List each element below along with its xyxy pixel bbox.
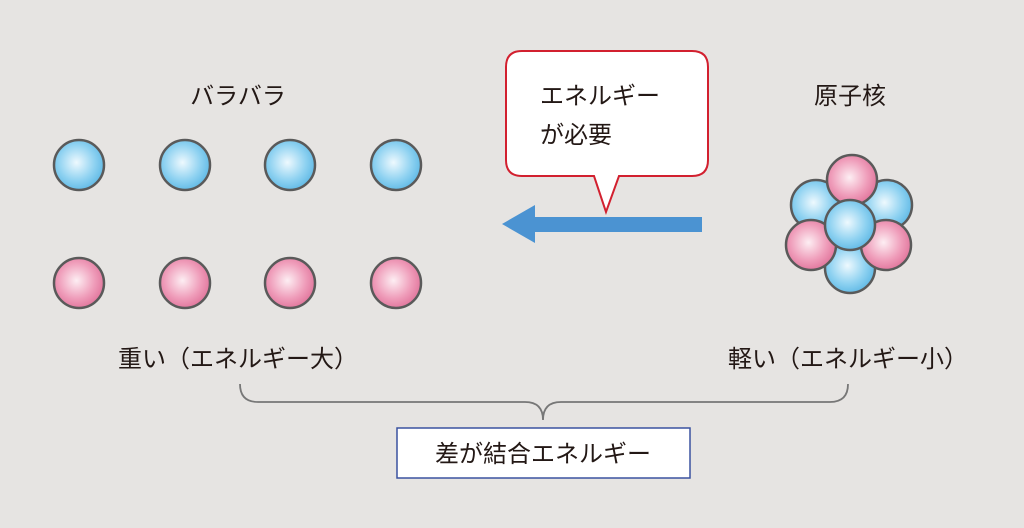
neutron-particle	[158, 138, 212, 192]
heavy-label: 重い（エネルギー大）	[118, 345, 358, 373]
callout-line-1: エネルギー	[540, 82, 660, 110]
difference-brace	[239, 383, 849, 421]
proton-particle	[158, 256, 212, 310]
scattered-protons	[52, 256, 423, 310]
neutron-particle	[823, 198, 877, 252]
nucleus-label: 原子核	[814, 82, 886, 110]
proton-particle	[263, 256, 317, 310]
proton-particle	[369, 256, 423, 310]
proton-particle	[825, 153, 879, 207]
binding-energy-box: 差が結合エネルギー	[396, 427, 691, 479]
neutron-particle	[263, 138, 317, 192]
scattered-label: バラバラ	[190, 82, 286, 110]
energy-arrow	[502, 205, 702, 243]
binding-energy-label: 差が結合エネルギー	[435, 440, 651, 468]
neutron-particle	[369, 138, 423, 192]
scattered-neutrons	[52, 138, 423, 192]
nucleus	[784, 153, 914, 295]
proton-particle	[52, 256, 106, 310]
neutron-particle	[52, 138, 106, 192]
energy-callout: エネルギー が必要	[505, 50, 709, 216]
callout-line-2: が必要	[540, 121, 612, 149]
light-label: 軽い（エネルギー小）	[728, 345, 968, 373]
